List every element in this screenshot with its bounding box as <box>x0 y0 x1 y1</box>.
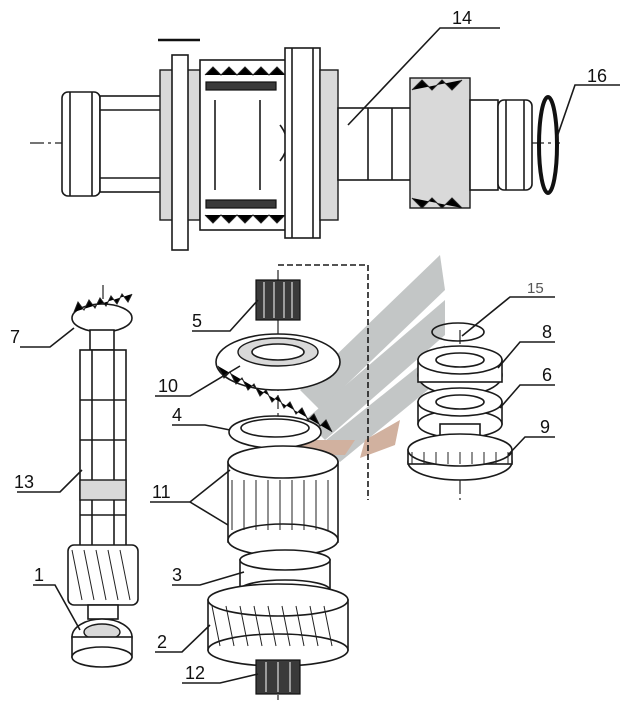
callout-3: 3 <box>172 565 182 585</box>
centre-gear-stack <box>207 264 369 700</box>
callout-labels: 14 16 15 5 7 10 4 8 6 9 13 11 3 1 2 12 <box>10 8 607 683</box>
callout-10: 10 <box>158 376 178 396</box>
callout-16: 16 <box>587 66 607 86</box>
callout-5: 5 <box>192 311 202 331</box>
callout-13: 13 <box>14 472 34 492</box>
callout-7: 7 <box>10 327 20 347</box>
callout-6: 6 <box>542 365 552 385</box>
callout-15: 15 <box>527 280 544 297</box>
callout-8: 8 <box>542 322 552 342</box>
callout-1: 1 <box>34 565 44 585</box>
callout-12: 12 <box>185 663 205 683</box>
callout-2: 2 <box>157 632 167 652</box>
right-gear-stack <box>407 322 513 500</box>
leader-lines <box>17 27 620 684</box>
callout-14: 14 <box>452 8 472 28</box>
callout-9: 9 <box>540 417 550 437</box>
callout-4: 4 <box>172 405 182 425</box>
main-shaft-assembly <box>30 38 560 251</box>
snap-ring-16 <box>537 95 559 195</box>
input-shaft-assembly <box>67 285 139 668</box>
callout-11: 11 <box>152 482 171 502</box>
